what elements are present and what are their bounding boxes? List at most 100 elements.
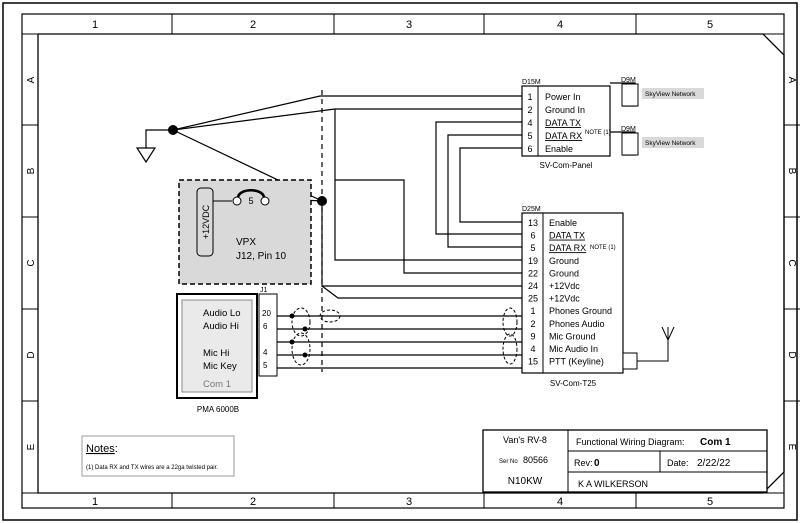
- connector-name: SV-Com-T25: [550, 379, 597, 388]
- pin-label: +12Vdc: [549, 281, 580, 291]
- pin-label: Ground: [549, 256, 579, 266]
- pin-label: Ground: [549, 268, 579, 278]
- row-label: A: [26, 76, 37, 83]
- title-value: Com 1: [700, 437, 731, 448]
- row-label: B: [26, 167, 37, 174]
- wire-ground-19: [334, 109, 522, 261]
- title-block: Van's RV-8 Ser No 80566 N10KW Functional…: [482, 429, 768, 493]
- connector-ref: J1: [260, 287, 268, 294]
- row-labels-left: A B C D E: [26, 76, 37, 450]
- pin-number: 2: [527, 105, 532, 115]
- serial-label: Ser No: [499, 459, 518, 465]
- column-label: 2: [250, 496, 256, 508]
- fuse-icon: [236, 189, 266, 198]
- column-label: 4: [557, 19, 563, 31]
- antenna-wire: [637, 335, 669, 362]
- vpx-box: +12VDC 5 VPX J12, Pin 10: [178, 179, 312, 285]
- pma-label: Com 1: [203, 379, 231, 390]
- splice-node: [317, 196, 327, 206]
- title-label: Functional Wiring Diagram:: [576, 437, 685, 447]
- pma-name: PMA 6000B: [197, 405, 239, 414]
- network-label: SkyView Network: [645, 140, 696, 147]
- note-ref: NOTE (1): [585, 130, 611, 136]
- wire-enable: [459, 147, 522, 223]
- ground-symbol: [135, 147, 157, 164]
- note-ref: NOTE (1): [590, 245, 616, 251]
- pin-label: DATA TX: [549, 231, 585, 241]
- pin-label: Mic Ground: [549, 331, 596, 341]
- pin-label: DATA TX: [545, 118, 581, 128]
- column-labels-bottom: 1 2 3 4 5: [92, 496, 713, 508]
- notes-colon: :: [115, 443, 118, 455]
- pin-number: 1: [527, 92, 532, 102]
- serial-number: 80566: [523, 455, 548, 465]
- splice-node: [168, 125, 178, 135]
- row-label: C: [26, 259, 37, 266]
- pin-number: 20: [262, 309, 271, 318]
- notes-text: (1) Data RX and TX wires are a 22ga twis…: [86, 465, 218, 471]
- date-label: Date:: [667, 458, 689, 468]
- pin-number: 2: [530, 319, 535, 329]
- pin-number: 9: [530, 331, 535, 341]
- row-label: E: [26, 443, 37, 450]
- network-label: SkyView Network: [645, 91, 696, 98]
- row-label: E: [786, 444, 797, 451]
- pin-label: Mic Audio In: [549, 344, 598, 354]
- column-label: 5: [707, 496, 713, 508]
- row-label: B: [786, 168, 797, 175]
- pin-label: Enable: [545, 144, 573, 154]
- pin-number: 5: [527, 131, 532, 141]
- column-labels-top: 1 2 3 4 5: [92, 19, 713, 31]
- fuse-label: 5: [248, 196, 253, 206]
- pma-6000b: Audio Lo Audio Hi Mic Hi Mic Key Com 1 J…: [176, 287, 278, 414]
- pin-label: +12Vdc: [549, 294, 580, 304]
- pin-number: 19: [528, 256, 538, 266]
- date-value: 2/22/22: [697, 458, 731, 469]
- wire-data-rx: [447, 134, 522, 248]
- connector-ref: D25M: [522, 206, 541, 213]
- wire-data-tx: [435, 121, 522, 235]
- pin-label: Ground In: [545, 105, 585, 115]
- pin-label: DATA RX: [549, 243, 586, 253]
- pma-label: Mic Key: [203, 361, 237, 372]
- pin-label: PTT (Keyline): [549, 357, 604, 367]
- pin-number: 4: [527, 118, 532, 128]
- wiring: [135, 82, 636, 372]
- connector-name: SV-Com-Panel: [540, 161, 593, 170]
- wire-power-in: [172, 95, 522, 131]
- pin-number: 13: [528, 218, 538, 228]
- rev-label: Rev:: [574, 458, 593, 468]
- pin-number: 6: [527, 144, 532, 154]
- sv-com-panel-connector: D15M 1 Power In 2 Ground In 4 DATA TX 5 …: [521, 79, 611, 170]
- pin-number: 24: [528, 281, 538, 291]
- notes-heading-text: Notes: [86, 443, 115, 455]
- vpx-supply-label: +12VDC: [201, 204, 211, 239]
- rev-value: 0: [594, 458, 600, 469]
- notes-heading: Notes:: [86, 443, 118, 455]
- row-labels-right: A B C D E: [786, 77, 797, 451]
- notes-box: Notes: (1) Data RX and TX wires are a 22…: [81, 435, 235, 477]
- aircraft: Van's RV-8: [503, 435, 547, 445]
- pin-number: 25: [528, 294, 538, 304]
- vpx-subtitle: J12, Pin 10: [236, 251, 286, 262]
- pin-number: 1: [530, 306, 535, 316]
- row-label: D: [786, 351, 797, 358]
- pin-label: DATA RX: [545, 131, 582, 141]
- audio-shield-nodes: [289, 313, 308, 358]
- wire-ground-22: [335, 179, 522, 274]
- column-label: 3: [406, 19, 412, 31]
- column-label: 1: [92, 19, 98, 31]
- pin-number: 4: [263, 348, 268, 357]
- row-label: D: [26, 351, 37, 358]
- wire-ground-stub: [145, 129, 173, 148]
- pin-label: Phones Ground: [549, 306, 612, 316]
- pin-label: Phones Audio: [549, 319, 605, 329]
- pma-label: Audio Hi: [203, 321, 239, 332]
- author: K A WILKERSON: [578, 479, 648, 489]
- antenna-icon: [661, 326, 675, 342]
- pin-label: Enable: [549, 218, 577, 228]
- row-label: A: [786, 77, 797, 84]
